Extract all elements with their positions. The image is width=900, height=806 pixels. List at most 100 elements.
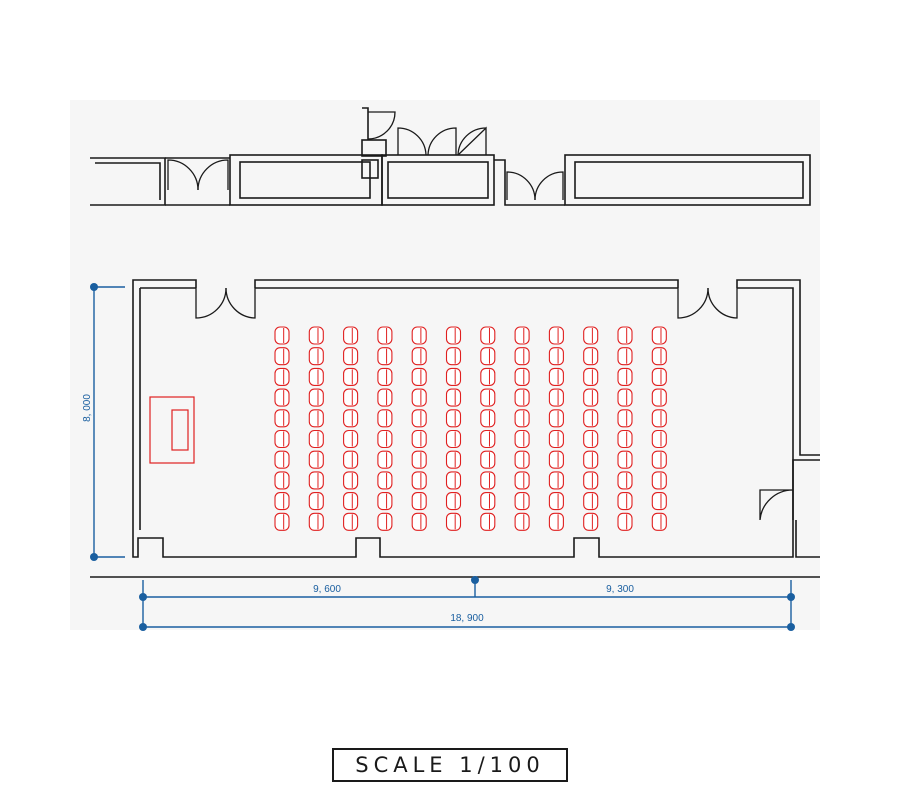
seat [308,367,324,386]
seat [343,492,359,511]
hall-outer-wall [132,288,820,558]
seat [343,450,359,469]
door-corridor-right-b [534,171,564,201]
door-room2-a [397,127,427,156]
seat [377,367,393,386]
seat [514,367,530,386]
hall-walls [90,279,820,578]
seat [548,347,564,366]
seat [514,326,530,345]
door-hall-right-b [707,287,738,319]
seat [514,450,530,469]
seat [480,347,496,366]
dim-upper-dot-mid [471,576,479,584]
door-room2-c-arc [457,127,487,156]
seat [514,471,530,490]
seat [274,450,290,469]
seat [480,512,496,531]
hall-outer-top [132,279,820,456]
seat [651,409,667,428]
seat [445,450,462,469]
door-hall-left-b [225,287,256,319]
seat [445,492,462,511]
seat [651,450,667,469]
seat [274,326,290,345]
door-room2-c [457,126,487,156]
seat [445,388,462,407]
seat [480,409,496,428]
seat [583,492,599,511]
seat [548,512,564,531]
seat [514,347,530,366]
seat [548,326,564,345]
dimension-lines: 8, 000 9, 600 9, 300 18, 900 [82,283,795,631]
seat [343,367,359,386]
seat [343,471,359,490]
seat [274,492,290,511]
lectern [149,396,195,464]
corridor-post [362,107,369,140]
dim-upper-dot-left [139,593,147,601]
seat [617,450,633,469]
seat [583,429,599,449]
seat [274,429,290,449]
door-hall-right-a [677,287,709,319]
door-corridor-right-a [506,171,536,201]
seat [308,429,324,449]
seat [445,429,462,449]
seat [411,409,427,428]
seat [411,367,427,386]
seat [480,388,496,407]
dim-height-label: 8, 000 [82,394,93,422]
corridor-doors [167,111,564,201]
seat [377,492,393,511]
storage-room-3-inner [574,161,804,199]
seat [377,471,393,490]
seat [445,471,462,490]
dim-total-dot-right [787,623,795,631]
seat [308,450,324,469]
seat [411,429,427,449]
seat [308,492,324,511]
storage-room-1-inner [239,161,371,199]
seat [411,492,427,511]
seat [548,367,564,386]
seat [343,409,359,428]
dim-height-dot-bottom [90,553,98,561]
scale-label: SCALE 1/100 [332,748,568,782]
seat [651,512,667,531]
seat [480,492,496,511]
seat [411,347,427,366]
plan-background [70,100,820,630]
seat [514,388,530,407]
seat [308,347,324,366]
seat [377,388,393,407]
seat [377,429,393,449]
corridor-walls [90,107,811,206]
seat [548,492,564,511]
door-room2-b [427,127,457,156]
corridor-bay-right [494,159,565,206]
seat [274,367,290,386]
seat [514,492,530,511]
dim-height-dot-top [90,283,98,291]
seat [617,429,633,449]
door-hall-left-a [195,287,227,319]
seat [411,471,427,490]
seat [651,326,667,345]
storage-room-3 [564,154,811,206]
seat [377,409,393,428]
seat [411,512,427,531]
seat [274,409,290,428]
seat [343,429,359,449]
seat [445,367,462,386]
seat [377,326,393,345]
seat [583,409,599,428]
seat [617,492,633,511]
corridor-column-2 [361,159,379,179]
storage-room-2 [381,154,495,206]
seat [548,409,564,428]
seat [651,492,667,511]
seat [514,429,530,449]
